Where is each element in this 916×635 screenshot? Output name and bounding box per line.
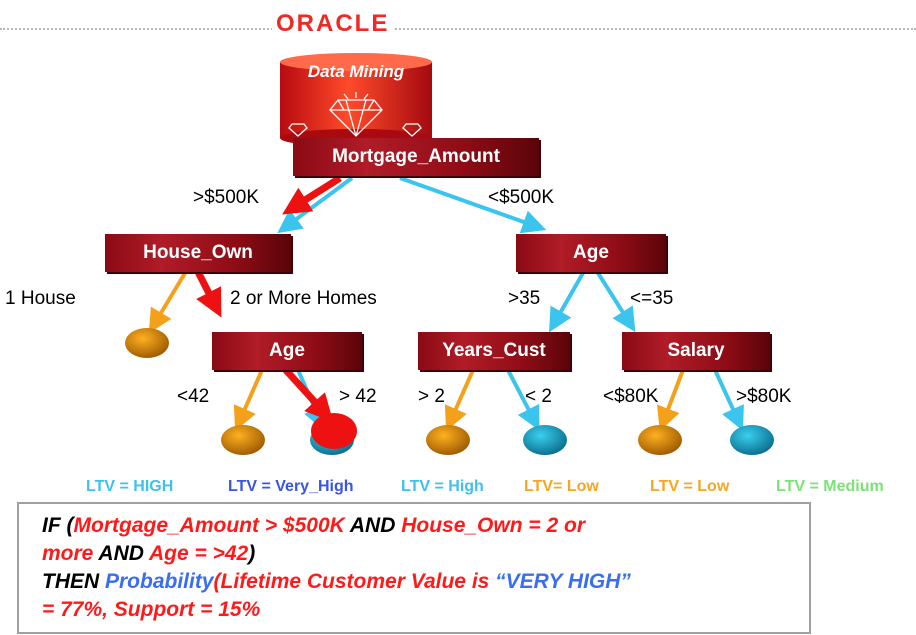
edge-root-age xyxy=(399,176,547,234)
path-red-age-leaf xyxy=(281,365,334,423)
edge-salary-gt80 xyxy=(713,369,744,431)
edge-label-gt80k: >$80K xyxy=(736,386,792,407)
edge-label-lt42: <42 xyxy=(177,386,210,407)
edge-label-gt500k: >$500K xyxy=(193,187,260,208)
edge-label-gt2: > 2 xyxy=(418,386,445,407)
ltv-label-6: LTV = Medium xyxy=(776,478,884,495)
edge-age-lt42 xyxy=(233,369,264,431)
rule-line-3: THEN Probability(Lifetime Customer Value… xyxy=(42,570,631,593)
node-years-cust: Years_Cust xyxy=(418,332,570,370)
edge-house-leaf1 xyxy=(148,271,187,334)
leaf-red-highlight-icon xyxy=(311,413,357,449)
edge-label-gt35: >35 xyxy=(508,288,541,309)
header-divider xyxy=(0,28,916,30)
edge-age-years xyxy=(549,272,585,333)
edge-label-lt2: < 2 xyxy=(525,386,552,407)
edge-label-two-more: 2 or More Homes xyxy=(230,288,377,309)
edge-years-lt2 xyxy=(506,369,540,431)
edge-root-house xyxy=(277,176,354,234)
ltv-label-3: LTV = High xyxy=(401,478,484,495)
edge-label-lt80k: <$80K xyxy=(603,386,659,407)
edge-age-salary xyxy=(596,271,636,333)
database-label: Data Mining xyxy=(307,62,405,81)
rule-line-1: IF (Mortgage_Amount > $500K AND House_Ow… xyxy=(42,514,586,537)
rule-line-2: more AND Age = >42) xyxy=(42,542,256,565)
ltv-label-1: LTV = HIGH xyxy=(86,478,174,495)
node-age-right: Age xyxy=(516,234,666,272)
ltv-label-2: LTV = Very_High xyxy=(228,478,354,495)
leaf-years-lt2 xyxy=(523,425,567,455)
ltv-label-5: LTV = Low xyxy=(650,478,730,495)
leaf-salary-lt80 xyxy=(638,425,682,455)
edge-label-gt42: > 42 xyxy=(339,386,377,407)
node-mortgage-amount: Mortgage_Amount xyxy=(293,138,539,176)
leaf-salary-gt80 xyxy=(730,425,774,455)
oracle-logo: ORACLE xyxy=(272,10,394,38)
path-red-root-house xyxy=(282,175,342,215)
edge-years-gt2 xyxy=(444,369,475,431)
node-house-own: House_Own xyxy=(105,234,291,272)
edge-salary-lt80 xyxy=(657,369,685,432)
edge-label-lt500k: <$500K xyxy=(488,187,555,208)
node-age-left: Age xyxy=(212,332,362,370)
edge-label-le35: <=35 xyxy=(630,288,674,309)
leaf-years-gt2 xyxy=(426,425,470,455)
database-cylinder-icon xyxy=(280,53,432,147)
rule-line-4: = 77%, Support = 15% xyxy=(42,598,261,621)
edge-label-one-house: 1 House xyxy=(5,288,76,309)
leaf-age-lt42 xyxy=(221,425,265,455)
leaf-one-house xyxy=(125,328,169,358)
ltv-label-4: LTV= Low xyxy=(524,478,599,495)
rule-box: IF (Mortgage_Amount > $500K AND House_Ow… xyxy=(17,502,811,634)
path-red-house-age xyxy=(192,266,222,318)
diamond-icon xyxy=(288,92,422,137)
node-salary: Salary xyxy=(622,332,770,370)
